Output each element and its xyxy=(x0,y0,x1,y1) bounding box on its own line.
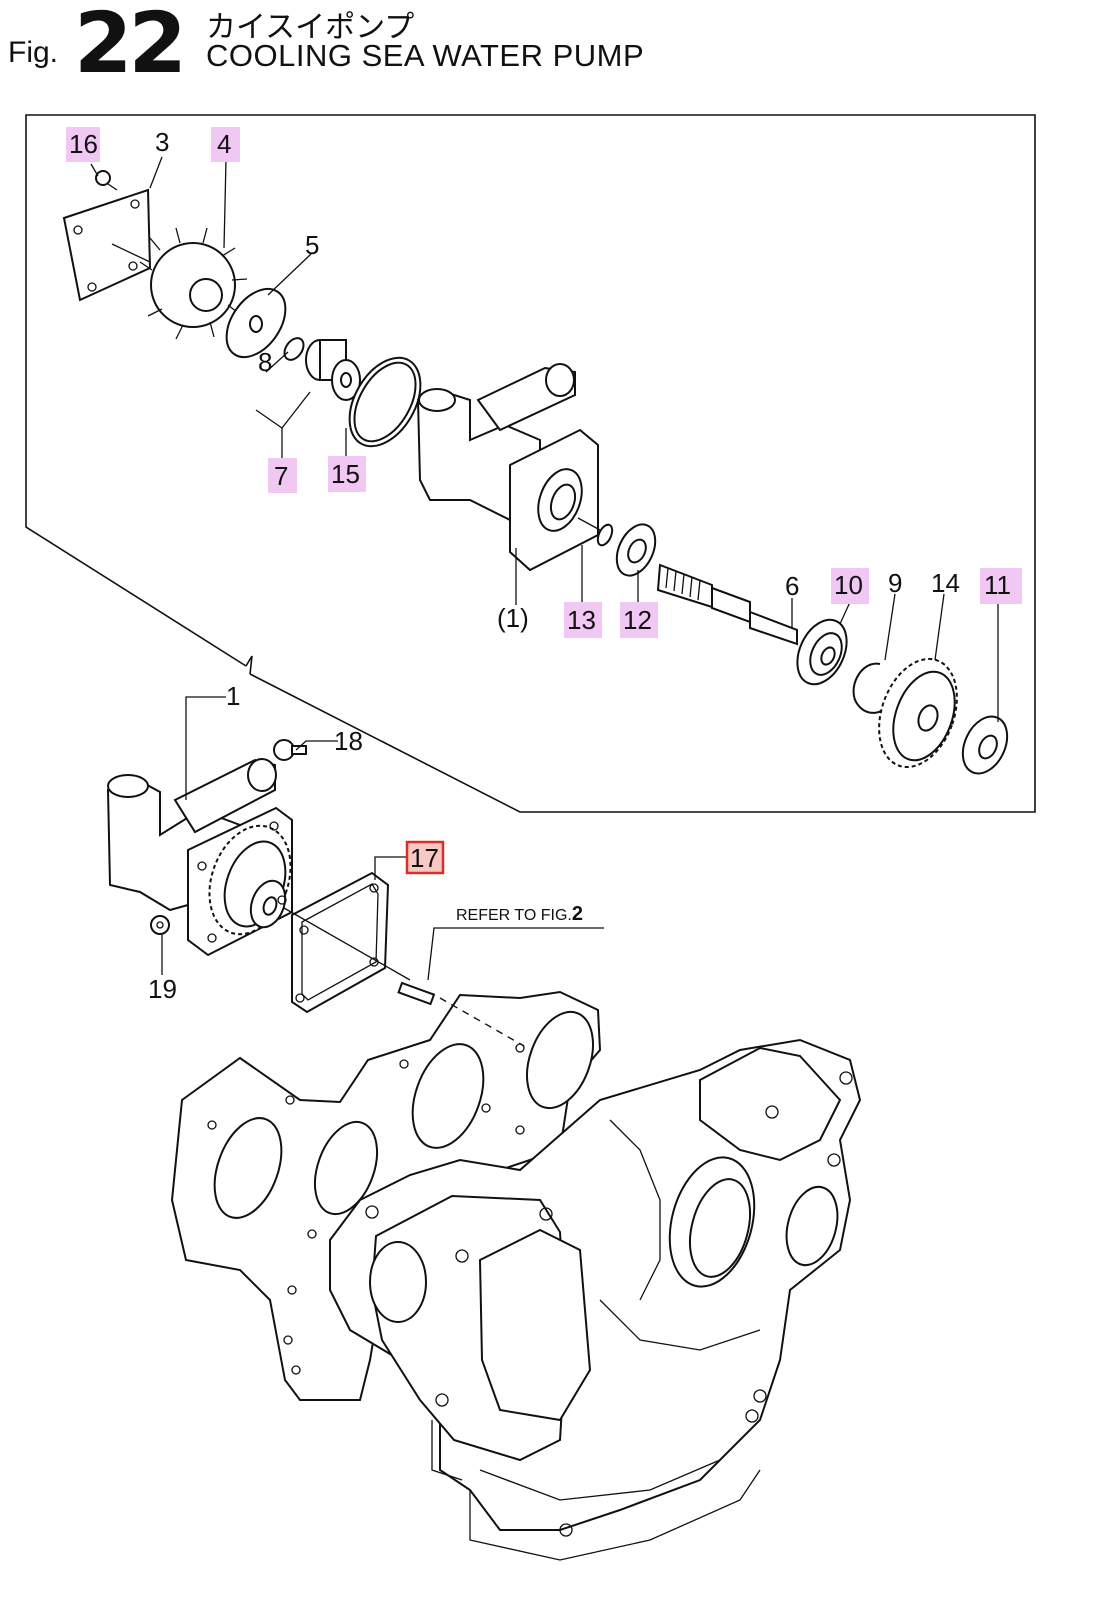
pump-assembly xyxy=(106,758,293,957)
highlight-16 xyxy=(66,127,100,162)
pump-body-exploded xyxy=(416,363,601,572)
highlight-7 xyxy=(268,458,297,493)
small-o-ring xyxy=(283,337,305,361)
callout-17[interactable]: 17 xyxy=(410,843,439,873)
bearing-large xyxy=(796,618,848,686)
selected-callout-box-17 xyxy=(405,840,445,875)
callout-1-paren[interactable]: (1) xyxy=(497,603,529,633)
callout-9[interactable]: 9 xyxy=(888,568,902,598)
figure-title-japanese: カイスイポンプ xyxy=(206,10,415,45)
highlight-13 xyxy=(564,602,602,638)
cover-plate xyxy=(62,188,152,302)
highlight-4 xyxy=(211,127,240,162)
large-o-ring xyxy=(348,356,422,448)
callout-5[interactable]: 5 xyxy=(305,230,319,260)
timing-gear-case xyxy=(170,990,862,1561)
callout-6[interactable]: 6 xyxy=(785,571,799,601)
nut xyxy=(150,915,170,935)
mechanical-seal xyxy=(305,339,361,401)
gasket xyxy=(291,871,390,1014)
bolt xyxy=(273,739,307,761)
highlight-11 xyxy=(980,568,1022,604)
refer-note-text: REFER TO FIG. xyxy=(456,907,572,924)
callout-11[interactable]: 11 xyxy=(984,570,1011,600)
figure-title-english: COOLING SEA WATER PUMP xyxy=(206,38,645,73)
figure-prefix: Fig. xyxy=(8,36,59,69)
frame-pointer xyxy=(245,655,253,675)
refer-note-fig[interactable]: 2 xyxy=(572,903,583,925)
drive-shaft xyxy=(656,563,798,646)
stud xyxy=(283,907,436,1006)
callout-8[interactable]: 8 xyxy=(258,347,272,377)
callout-16[interactable]: 16 xyxy=(69,129,98,159)
figure-number: 22 xyxy=(74,0,187,92)
callout-4[interactable]: 4 xyxy=(217,129,231,159)
highlight-15 xyxy=(328,456,366,492)
callout-15[interactable]: 15 xyxy=(331,459,360,489)
highlight-10 xyxy=(831,568,869,604)
screw-small xyxy=(95,170,118,191)
drive-gear xyxy=(878,657,958,769)
callout-1[interactable]: 1 xyxy=(226,681,240,711)
bearing-end xyxy=(961,715,1009,775)
figure-header: Fig. 22 カイスイポンプ COOLING SEA WATER PUMP xyxy=(0,0,1096,92)
refer-note: REFER TO FIG.2 xyxy=(456,903,583,925)
alignment-line xyxy=(439,997,525,1047)
exploded-view-frame xyxy=(25,114,1036,813)
callout-13[interactable]: 13 xyxy=(567,605,596,635)
highlight-12 xyxy=(620,602,658,638)
circlip-small xyxy=(596,523,614,547)
callout-19[interactable]: 19 xyxy=(148,974,177,1004)
bearing-small xyxy=(615,523,657,577)
impeller xyxy=(139,227,248,340)
leader-lines-upper xyxy=(90,156,999,722)
callout-10[interactable]: 10 xyxy=(834,570,863,600)
callout-7[interactable]: 7 xyxy=(274,461,288,491)
callout-18[interactable]: 18 xyxy=(334,726,363,756)
callout-14[interactable]: 14 xyxy=(931,568,960,598)
washer xyxy=(225,287,287,359)
callout-3[interactable]: 3 xyxy=(155,127,169,157)
callout-12[interactable]: 12 xyxy=(623,605,652,635)
leader-lines-lower xyxy=(161,696,604,981)
